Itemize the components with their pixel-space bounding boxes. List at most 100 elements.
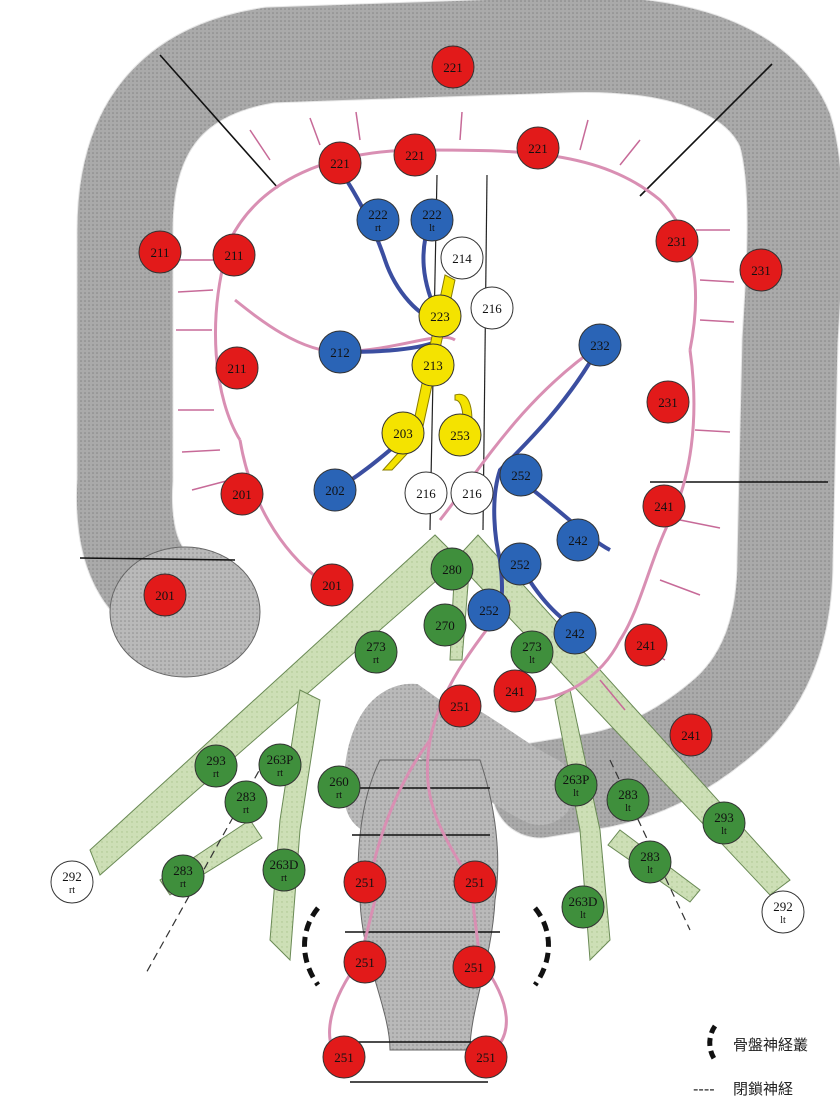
node-label: 283 [618, 787, 638, 802]
lymph-node-n283_lt_b: 283lt [629, 841, 671, 883]
node-label: 222 [422, 207, 442, 222]
lymph-node-n221_a: 221 [319, 142, 361, 184]
node-label: 263D [270, 857, 299, 872]
cecum [110, 547, 260, 677]
plexus-legend-icon [710, 1026, 715, 1060]
node-label: 273 [522, 639, 542, 654]
lymph-node-n242_b: 242 [554, 612, 596, 654]
lymph-node-n251_a: 251 [439, 685, 481, 727]
lymph-node-n241_d: 241 [670, 714, 712, 756]
node-label: 223 [430, 309, 450, 324]
node-label: 222 [368, 207, 388, 222]
node-label: 251 [476, 1050, 496, 1065]
node-label: 260 [329, 774, 349, 789]
node-label: 241 [505, 684, 525, 699]
lymph-node-n293_lt: 293lt [703, 802, 745, 844]
node-label: 214 [452, 251, 472, 266]
lymph-node-n241_c: 241 [494, 670, 536, 712]
node-label: 232 [590, 338, 610, 353]
obturator-legend-symbol: ---- [693, 1080, 715, 1098]
node-label: 251 [355, 955, 375, 970]
lymph-node-n241_a: 241 [643, 485, 685, 527]
node-label: 241 [654, 499, 674, 514]
node-label: 253 [450, 428, 470, 443]
node-side-label: lt [429, 223, 435, 234]
lymph-node-n216_b: 216 [405, 472, 447, 514]
node-label: 231 [667, 234, 687, 249]
lymph-node-n231_right: 231 [740, 249, 782, 291]
node-side-label: lt [647, 865, 653, 876]
node-label: 201 [322, 578, 342, 593]
lymph-node-n201_a: 201 [221, 473, 263, 515]
node-label: 251 [334, 1050, 354, 1065]
node-label: 280 [442, 562, 462, 577]
legend: 骨盤神経叢 ---- 閉鎖神経 [693, 1026, 808, 1098]
lymph-node-n211_b: 211 [216, 347, 258, 389]
lymph-node-n253: 253 [439, 414, 481, 456]
node-label: 231 [658, 395, 678, 410]
lymph-node-n270: 270 [424, 604, 466, 646]
lymph-node-n231_a: 231 [656, 220, 698, 262]
node-label: 241 [636, 638, 656, 653]
node-label: 201 [232, 487, 252, 502]
lymph-node-n280: 280 [431, 548, 473, 590]
node-label: 283 [173, 863, 193, 878]
lymph-node-n213: 213 [412, 344, 454, 386]
node-label: 251 [464, 960, 484, 975]
lymph-node-n232: 232 [579, 324, 621, 366]
node-side-label: rt [281, 873, 287, 884]
rectum [358, 760, 498, 1050]
node-label: 283 [640, 849, 660, 864]
node-label: 242 [568, 533, 588, 548]
lymph-node-n283_lt_a: 283lt [607, 779, 649, 821]
node-side-label: lt [580, 910, 586, 921]
node-label: 221 [528, 141, 548, 156]
node-label: 203 [393, 426, 413, 441]
lymph-node-n242_a: 242 [557, 519, 599, 561]
node-label: 251 [355, 875, 375, 890]
node-label: 221 [330, 156, 350, 171]
node-label: 211 [150, 245, 169, 260]
lymph-node-n211_out: 211 [139, 231, 181, 273]
node-side-label: lt [573, 788, 579, 799]
node-label: 201 [155, 588, 175, 603]
node-side-label: lt [625, 803, 631, 814]
node-label: 270 [435, 618, 455, 633]
node-label: 252 [511, 468, 531, 483]
lymph-node-n221_top: 221 [432, 46, 474, 88]
lymph-node-n203: 203 [382, 412, 424, 454]
lymph-node-n283_rt_b: 283rt [162, 855, 204, 897]
lymph-node-n263P_lt: 263Plt [555, 764, 597, 806]
node-side-label: rt [336, 790, 342, 801]
node-label: 292 [773, 899, 793, 914]
plexus-legend-label: 骨盤神経叢 [733, 1036, 808, 1054]
node-label: 283 [236, 789, 256, 804]
lymph-node-n222_lt: 222lt [411, 199, 453, 241]
lymph-node-n252_b: 252 [499, 543, 541, 585]
obturator-legend-label: 閉鎖神経 [733, 1080, 793, 1098]
node-side-label: lt [529, 655, 535, 666]
node-label: 263D [569, 894, 598, 909]
node-label: 241 [681, 728, 701, 743]
node-side-label: rt [277, 768, 283, 779]
node-side-label: lt [721, 826, 727, 837]
node-label: 252 [479, 603, 499, 618]
lymph-node-n263D_lt: 263Dlt [562, 886, 604, 928]
lymph-node-n241_b: 241 [625, 624, 667, 666]
node-label: 263P [563, 772, 590, 787]
lymph-node-n221_c: 221 [517, 127, 559, 169]
node-label: 251 [465, 875, 485, 890]
node-label: 212 [330, 345, 350, 360]
lymph-node-n251_e: 251 [453, 946, 495, 988]
node-label: 216 [482, 301, 502, 316]
node-label: 252 [510, 557, 530, 572]
node-side-label: rt [213, 769, 219, 780]
lymph-node-n293_rt: 293rt [195, 745, 237, 787]
node-label: 273 [366, 639, 386, 654]
lymph-node-n214: 214 [441, 237, 483, 279]
lymph-node-n251_b: 251 [344, 861, 386, 903]
